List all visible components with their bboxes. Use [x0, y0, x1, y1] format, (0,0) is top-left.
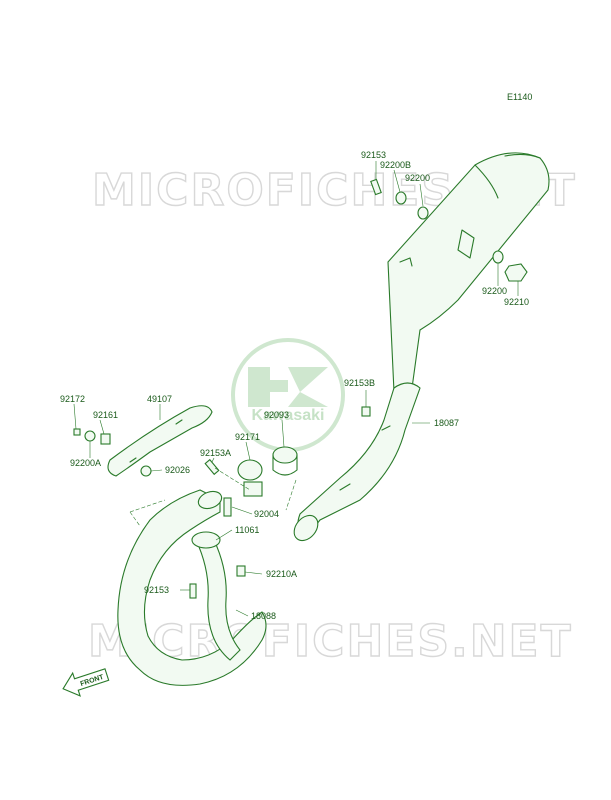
muffler	[293, 152, 550, 542]
diagram-code: E1140	[507, 92, 532, 102]
leader-lines	[73, 161, 519, 617]
heat-guard	[107, 405, 213, 477]
label-92200-top: 92200	[405, 173, 430, 183]
fasteners	[73, 178, 528, 599]
label-18087: 18087	[434, 418, 459, 428]
gasket	[272, 446, 298, 476]
label-18088: 18088	[251, 611, 276, 621]
label-92200B: 92200B	[380, 160, 411, 170]
label-92153B: 92153B	[344, 378, 375, 388]
part-labels: 92153 92200B 92200 92200 92210 92153B 92…	[60, 150, 529, 621]
kawasaki-brand-text: Kawasaki	[252, 407, 325, 424]
clamp	[237, 459, 263, 497]
label-92210: 92210	[504, 297, 529, 307]
label-92026: 92026	[165, 465, 190, 475]
label-92200A: 92200A	[70, 458, 101, 468]
label-11061: 11061	[235, 525, 259, 535]
label-92171: 92171	[235, 432, 260, 442]
label-92210A: 92210A	[266, 569, 297, 579]
label-92161: 92161	[93, 410, 118, 420]
label-92153-bottom: 92153	[144, 585, 169, 595]
label-49107: 49107	[147, 394, 172, 404]
front-direction-arrow: FRONT	[62, 668, 110, 697]
label-92153-top: 92153	[361, 150, 386, 160]
exhaust-pipe	[117, 489, 267, 686]
label-92093: 92093	[264, 410, 289, 420]
label-92004: 92004	[254, 509, 279, 519]
label-92153A: 92153A	[200, 448, 231, 458]
label-92172: 92172	[60, 394, 85, 404]
kawasaki-logo: Kawasaki	[231, 338, 345, 452]
label-92200-right: 92200	[482, 286, 507, 296]
